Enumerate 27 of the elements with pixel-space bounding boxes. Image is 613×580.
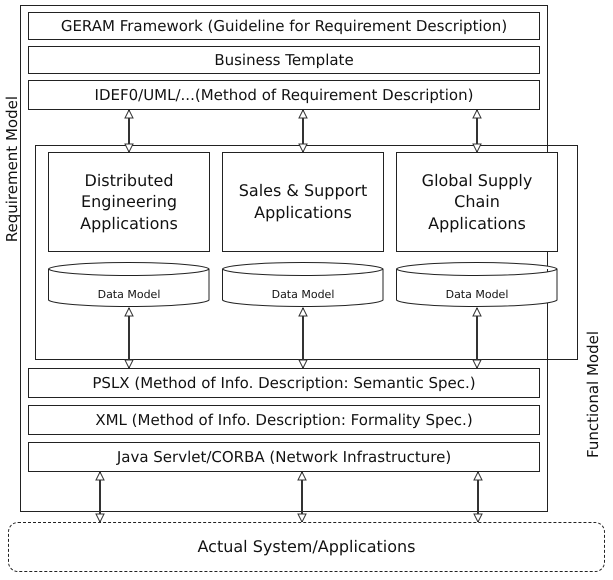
double-arrow [298, 308, 308, 368]
system-box: Actual System/Applications [8, 522, 605, 572]
layer-box: XML (Method of Info. Description: Formality Spec.) [28, 405, 540, 435]
application-box: Sales & Support Applications [222, 152, 384, 252]
database-cylinder [222, 262, 384, 308]
double-arrow [474, 472, 482, 522]
cylinder-label: Data Model [270, 288, 336, 301]
double-arrow [124, 308, 134, 368]
application-box: Distributed Engineering Applications [48, 152, 210, 252]
layer-box: PSLX (Method of Info. Description: Semantic Spec.) [28, 368, 540, 398]
double-arrow [298, 110, 308, 152]
double-arrow [472, 110, 482, 152]
double-arrow [472, 308, 482, 368]
layer-box: Business Template [28, 46, 540, 74]
double-arrow [298, 472, 306, 522]
database-cylinder [396, 262, 558, 308]
double-arrow [124, 110, 134, 152]
double-arrow [96, 472, 104, 522]
layer-box: Java Servlet/CORBA (Network Infrastructure) [28, 442, 540, 472]
frame-label: Requirement Model [3, 96, 21, 242]
frame-label: Functional Model [584, 331, 602, 458]
application-box: Global Supply Chain Applications [396, 152, 558, 252]
database-cylinder [48, 262, 210, 308]
layer-box: GERAM Framework (Guideline for Requirement Description) [28, 12, 540, 40]
cylinder-label: Data Model [96, 288, 162, 301]
cylinder-label: Data Model [444, 288, 510, 301]
layer-box: IDEF0/UML/...(Method of Requirement Description) [28, 80, 540, 110]
